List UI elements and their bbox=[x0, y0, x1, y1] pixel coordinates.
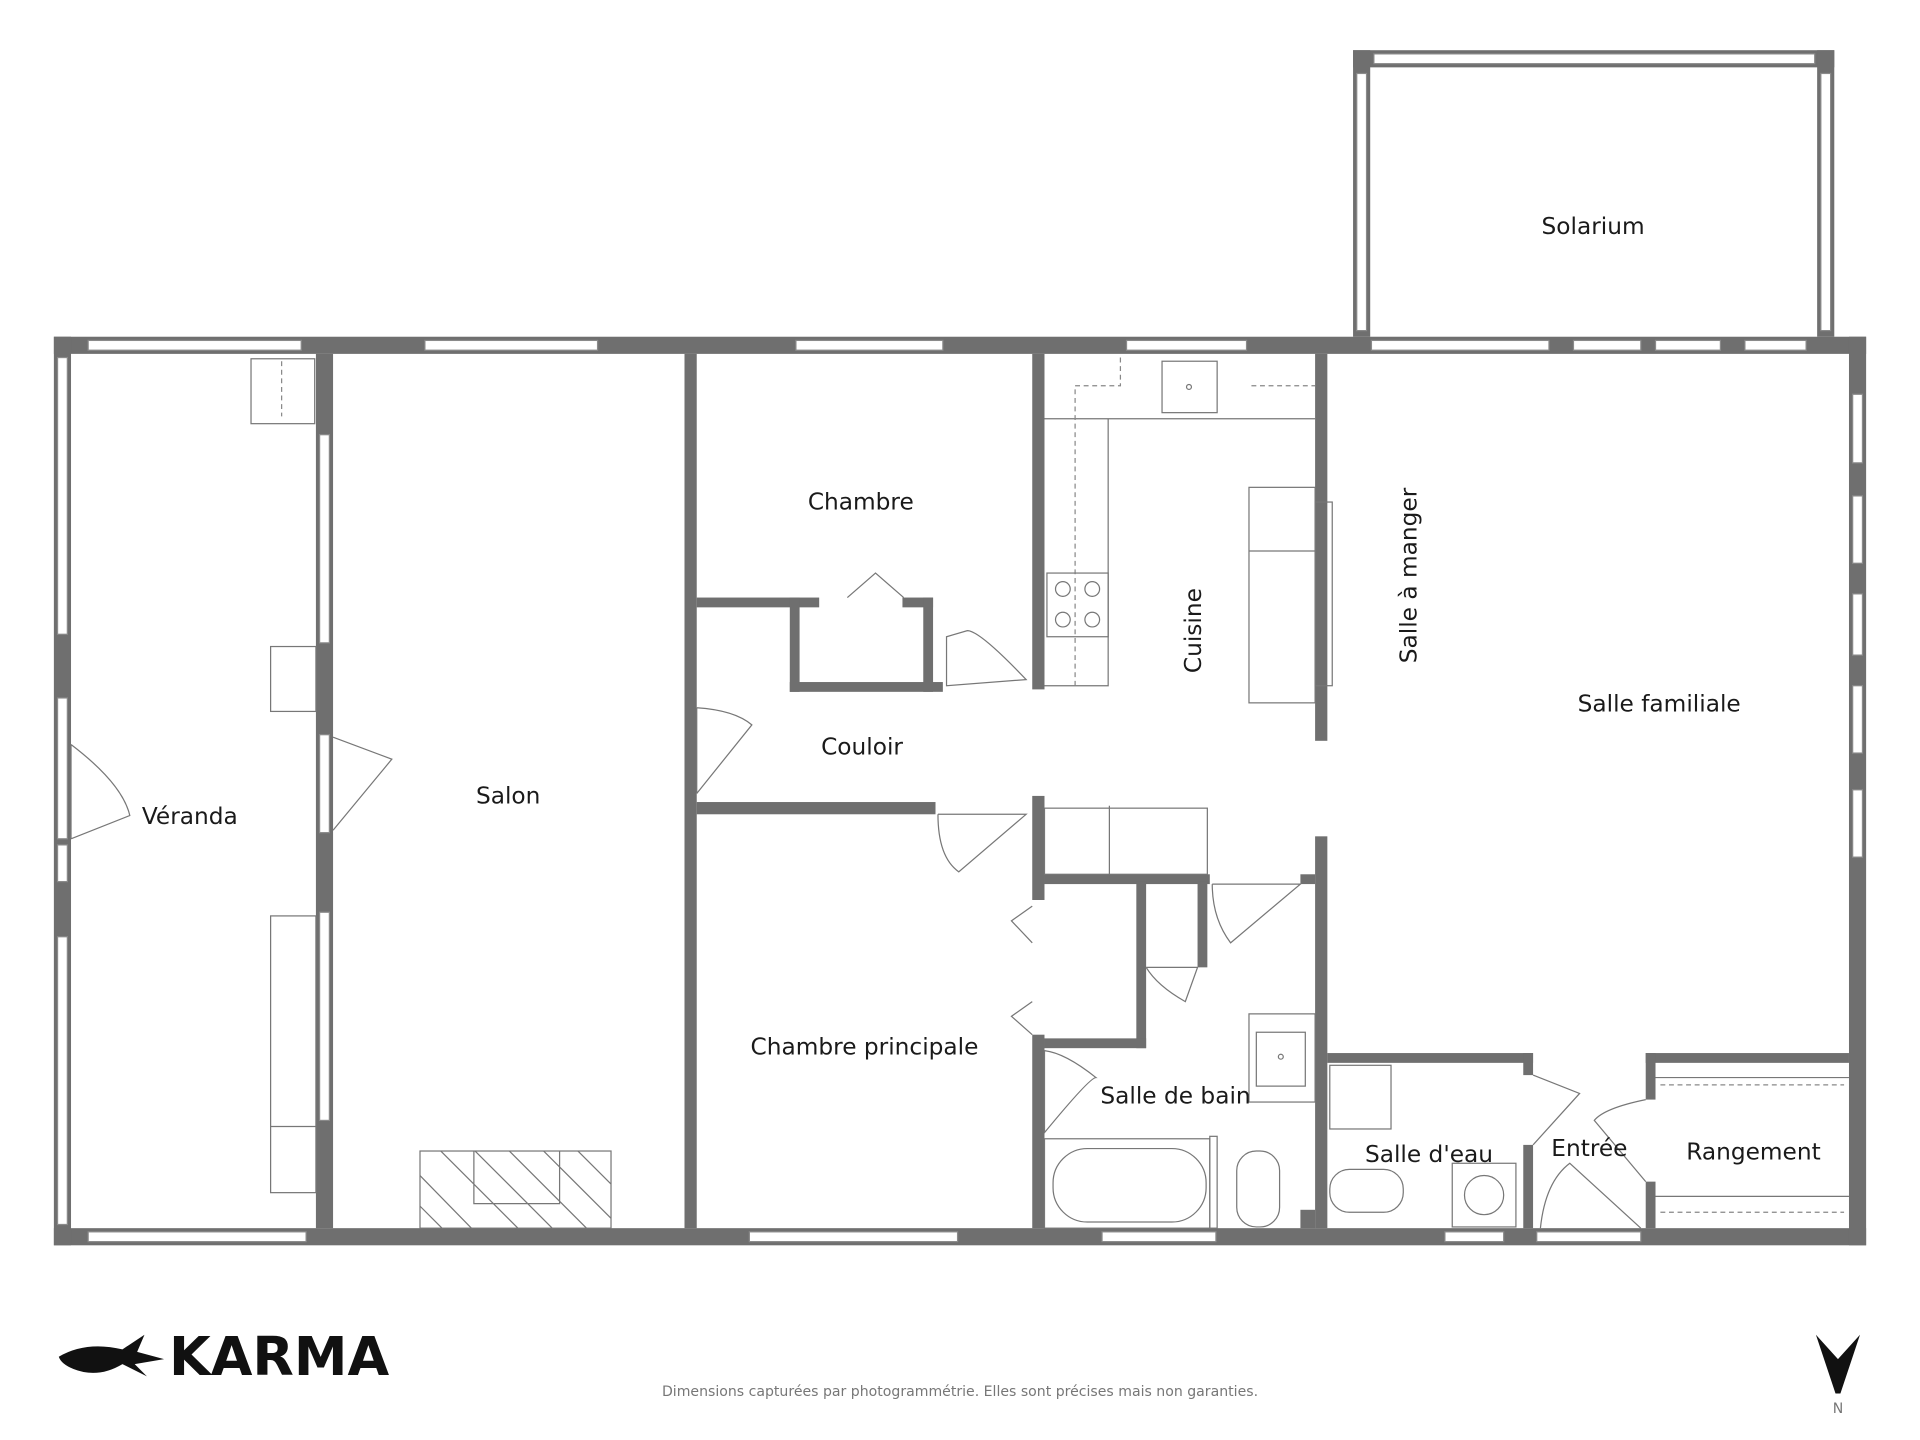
leaf-icon bbox=[58, 1334, 165, 1377]
room-label-veranda: Véranda bbox=[142, 803, 238, 830]
stove bbox=[1046, 572, 1109, 638]
north-arrow: N bbox=[1815, 1334, 1860, 1417]
svg-text:N: N bbox=[1833, 1401, 1844, 1417]
room-label-rangement: Rangement bbox=[1686, 1139, 1821, 1166]
solarium-walls bbox=[1353, 50, 1835, 337]
karma-logo: KARMA bbox=[58, 1325, 389, 1388]
fixtures bbox=[250, 357, 1849, 1229]
north-arrow-icon bbox=[1815, 1334, 1860, 1394]
disclaimer: Dimensions capturées par photogrammétrie… bbox=[662, 1384, 1258, 1400]
toilet bbox=[1236, 1150, 1281, 1228]
room-label-salle-familiale: Salle familiale bbox=[1578, 690, 1741, 717]
room-label-solarium: Solarium bbox=[1542, 213, 1645, 240]
bathtub bbox=[1043, 1138, 1211, 1229]
room-label-couloir: Couloir bbox=[821, 733, 903, 760]
staircase bbox=[419, 1150, 612, 1229]
room-label-salle-deau: Salle d'eau bbox=[1365, 1141, 1493, 1168]
windows bbox=[56, 339, 1864, 1243]
kitchen-island bbox=[1248, 486, 1316, 704]
svg-text:KARMA: KARMA bbox=[169, 1325, 389, 1388]
room-label-entree: Entrée bbox=[1551, 1135, 1627, 1162]
interior-walls bbox=[315, 353, 1849, 1229]
room-label-salle-a-manger: Salle à manger bbox=[1396, 487, 1423, 663]
doors bbox=[70, 572, 1647, 1229]
room-label-salle-de-bain: Salle de bain bbox=[1100, 1082, 1250, 1109]
room-label-salon: Salon bbox=[476, 782, 540, 809]
room-label-chambre: Chambre bbox=[808, 488, 914, 515]
room-label-chambre-principale: Chambre principale bbox=[751, 1033, 979, 1060]
room-label-cuisine: Cuisine bbox=[1180, 588, 1207, 673]
